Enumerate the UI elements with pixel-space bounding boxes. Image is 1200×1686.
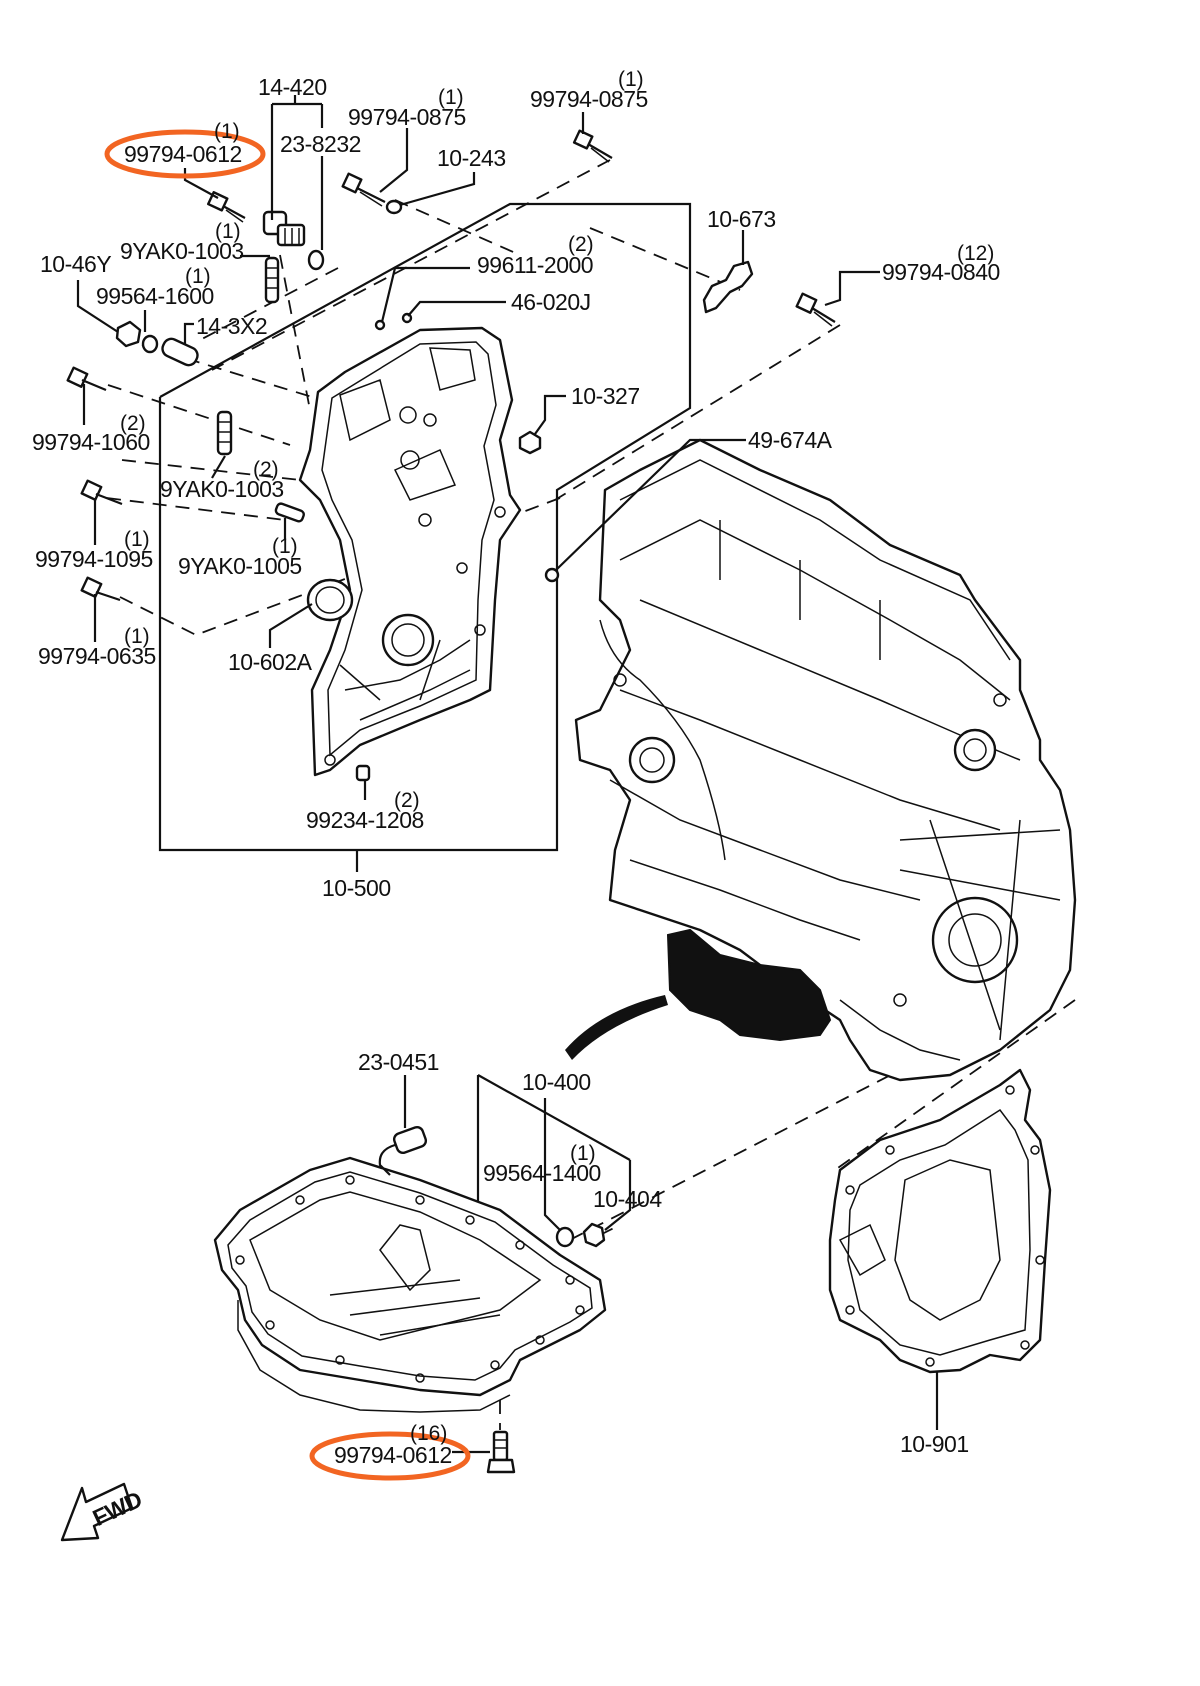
- qty-99794-0635: (1): [124, 625, 150, 648]
- mounting-direction-arrow: [565, 995, 668, 1060]
- part-labels: 14-420 23-8232 (1) 99794-0612 (1) 99794-…: [32, 68, 1000, 1468]
- label-99564-1600: 99564-1600: [96, 283, 214, 309]
- qty-9YAK0-1005: (1): [272, 535, 298, 558]
- qty-99794-0875-b: (1): [618, 68, 644, 91]
- qty-99794-1060: (2): [120, 412, 146, 435]
- label-9YAK0-1003-b: 9YAK0-1003: [160, 476, 284, 502]
- bolt-99794-1095: [80, 479, 123, 506]
- label-9YAK0-1005: 9YAK0-1005: [178, 553, 302, 579]
- engine-block: [574, 438, 1077, 1082]
- end-plate-10-901: [828, 1068, 1052, 1374]
- label-99794-0875-b: 99794-0875: [530, 86, 648, 112]
- washer-99564-1400: [555, 1226, 575, 1248]
- label-10-400: 10-400: [522, 1069, 591, 1095]
- o-ring-23-8232: [307, 249, 325, 271]
- qty-9YAK0-1003-b: (2): [253, 458, 279, 481]
- label-46-020J: 46-020J: [511, 289, 591, 315]
- label-10-46Y: 10-46Y: [40, 251, 111, 277]
- leader-lines: [76, 95, 939, 1454]
- label-10-673: 10-673: [707, 206, 776, 232]
- label-99234-1208: 99234-1208: [306, 807, 424, 833]
- label-99794-0612-bottom: 99794-0612: [334, 1442, 452, 1468]
- plug-10-46Y: [115, 320, 142, 348]
- drain-plug-10-404: [582, 1222, 606, 1248]
- label-14-3X2: 14-3X2: [196, 313, 267, 339]
- label-99794-1095: 99794-1095: [35, 546, 153, 572]
- stud-9YAK0-1003-a: [264, 256, 280, 304]
- label-99794-0612-top: 99794-0612: [124, 141, 242, 167]
- nut-10-327: [518, 430, 542, 455]
- label-99564-1400: 99564-1400: [483, 1160, 601, 1186]
- qty-99794-0612-bottom: (16): [410, 1422, 447, 1445]
- dowel-99234-1208: [355, 764, 371, 782]
- qty-99564-1400: (1): [570, 1142, 596, 1165]
- label-99794-0840: 99794-0840: [882, 259, 1000, 285]
- small-ring-99611-2000: [374, 319, 386, 331]
- bolt-99794-0875-a: [341, 172, 386, 207]
- label-10-243: 10-243: [437, 145, 506, 171]
- label-10-327: 10-327: [571, 383, 640, 409]
- tensioner-14-3X2: [161, 337, 199, 367]
- bolt-99794-0635: [80, 576, 121, 602]
- oil-level-sensor-23-0451: [378, 1125, 428, 1176]
- stud-9YAK0-1003-b: [216, 410, 233, 456]
- oil-seal-10-602A: [306, 578, 354, 622]
- qty-99794-0840: (12): [957, 242, 994, 265]
- qty-99234-1208: (2): [394, 789, 420, 812]
- bolt-99794-0612-top: [207, 191, 246, 223]
- washer-10-243: [385, 199, 403, 215]
- oil-pan: [213, 1156, 607, 1413]
- qty-99794-1095: (1): [124, 528, 150, 551]
- label-99794-1060: 99794-1060: [32, 429, 150, 455]
- highlight-99794-0612-bottom: [309, 1431, 471, 1481]
- qty-99564-1600: (1): [185, 265, 211, 288]
- qty-99794-0875-a: (1): [438, 86, 464, 109]
- oil-control-valve-14-420: [262, 210, 306, 247]
- gasket-10-673: [702, 260, 754, 314]
- bolt-99794-0875-b: [572, 129, 613, 163]
- label-99611-2000: 99611-2000: [477, 252, 593, 278]
- qty-9YAK0-1003-a: (1): [215, 220, 241, 243]
- highlight-99794-0612-top: [104, 129, 266, 179]
- label-10-500: 10-500: [322, 875, 391, 901]
- qty-99611-2000: (2): [568, 233, 594, 256]
- label-9YAK0-1003-a: 9YAK0-1003: [120, 238, 244, 264]
- timing-chain-cover: [298, 326, 522, 777]
- label-49-674A: 49-674A: [748, 427, 833, 453]
- stud-9YAK0-1005: [274, 502, 305, 523]
- bolt-99794-0612-bottom: [486, 1430, 516, 1474]
- fwd-direction-indicator: FWD: [60, 1482, 146, 1542]
- label-10-602A: 10-602A: [228, 649, 313, 675]
- assembly-dashed-lines: [106, 159, 1076, 1430]
- label-99794-0635: 99794-0635: [38, 643, 156, 669]
- timing-cover-assembly-frame: [158, 202, 692, 872]
- label-99794-0875-a: 99794-0875: [348, 104, 466, 130]
- bolt-99794-1060: [66, 366, 107, 392]
- bolt-99794-0840: [795, 292, 836, 327]
- seal-49-674A: [544, 567, 560, 583]
- label-10-404: 10-404: [593, 1186, 662, 1212]
- qty-99794-0612-top: (1): [214, 120, 240, 143]
- label-23-0451: 23-0451: [358, 1049, 439, 1075]
- label-10-901: 10-901: [900, 1431, 969, 1457]
- label-23-8232: 23-8232: [280, 131, 361, 157]
- washer-99564-1600: [141, 334, 159, 354]
- label-14-420: 14-420: [258, 74, 327, 100]
